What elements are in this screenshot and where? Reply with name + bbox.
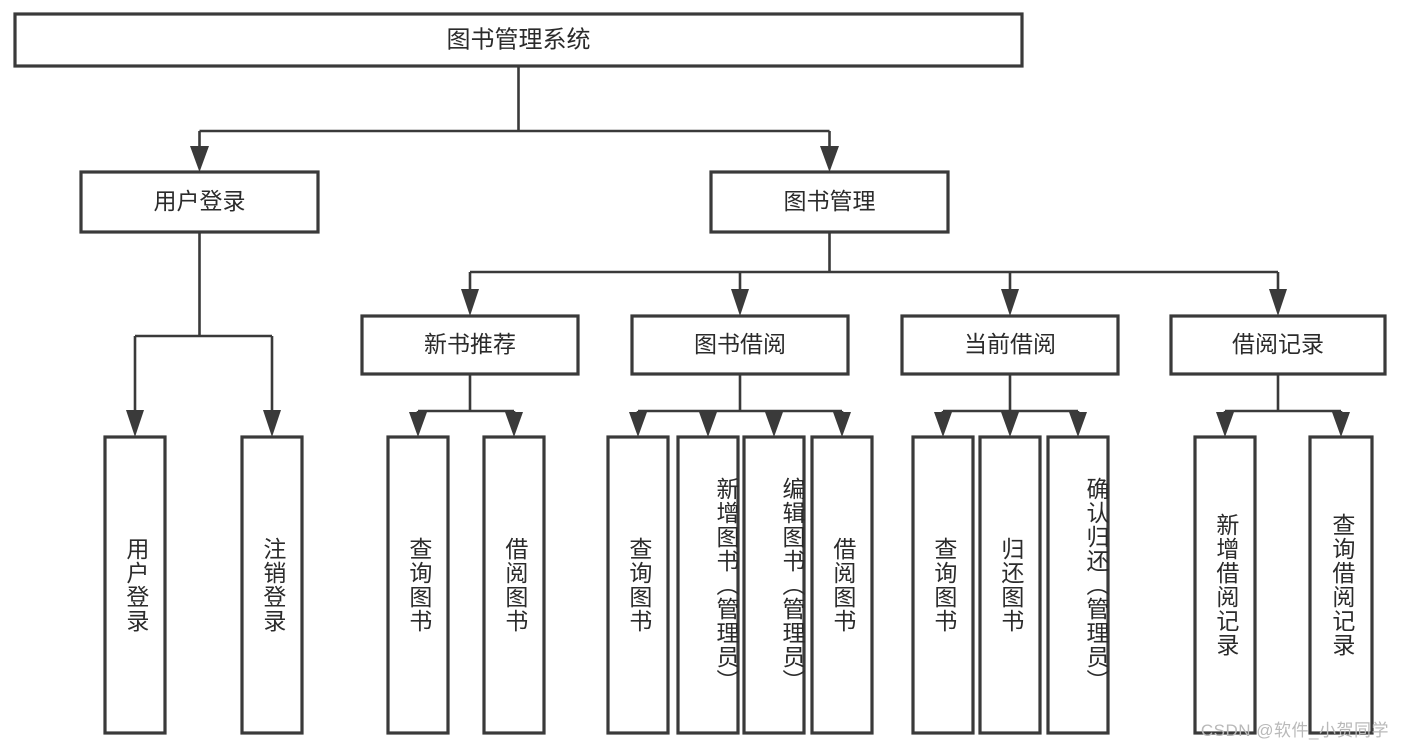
node-root-box bbox=[13, 12, 1024, 68]
connector-group-root bbox=[190, 66, 839, 172]
node-root-system[interactable]: 图书管理系统 bbox=[13, 12, 1024, 68]
arrowhead-new-book bbox=[461, 289, 479, 316]
csdn-watermark: CSDN @软件_小贺同学 bbox=[1200, 721, 1389, 740]
connector-group-book-mgmt bbox=[461, 232, 1287, 316]
arrowhead-bb-query-book bbox=[629, 412, 647, 437]
node-borrow-record-box bbox=[1169, 314, 1387, 376]
arrowhead-cb-confirm-return bbox=[1069, 412, 1087, 437]
leaf-box-br-query-record[interactable] bbox=[1308, 435, 1374, 735]
connector-group-current-borrow bbox=[934, 374, 1087, 437]
arrowhead-cb-return-book bbox=[1001, 412, 1019, 437]
arrowhead-leaf-logout bbox=[263, 410, 281, 437]
node-new-book-recommend-label: 新书推荐 bbox=[424, 331, 516, 357]
arrowhead-leaf-user-login bbox=[126, 410, 144, 437]
leaf-box-cb-confirm-return[interactable] bbox=[1046, 435, 1110, 735]
connector-group-borrow-book bbox=[629, 374, 851, 437]
arrowhead-nb-borrow-book bbox=[505, 412, 523, 437]
node-new-book-recommend[interactable]: 新书推荐 bbox=[360, 314, 580, 376]
connector-group-borrow-record bbox=[1216, 374, 1350, 437]
arrowhead-br-query-record bbox=[1332, 412, 1350, 437]
node-book-management[interactable]: 图书管理 bbox=[709, 170, 950, 234]
leaf-box-cb-return-book[interactable] bbox=[978, 435, 1042, 735]
arrowhead-br-add-record bbox=[1216, 412, 1234, 437]
arrowhead-nb-query-book bbox=[409, 412, 427, 437]
arrowhead-bb-borrow-book bbox=[833, 412, 851, 437]
node-user-login[interactable]: 用户登录 bbox=[79, 170, 320, 234]
connector-group-new-book bbox=[409, 374, 523, 437]
leaf-box-br-add-record[interactable] bbox=[1193, 435, 1257, 735]
node-book-management-label: 图书管理 bbox=[784, 188, 876, 214]
node-current-borrow-label: 当前借阅 bbox=[964, 331, 1056, 357]
arrowhead-book-mgmt bbox=[820, 146, 839, 172]
arrowhead-bb-edit-book bbox=[765, 412, 783, 437]
node-borrow-record-label: 借阅记录 bbox=[1232, 331, 1324, 357]
arrowhead-user-login bbox=[190, 146, 209, 172]
node-book-borrow-label: 图书借阅 bbox=[694, 331, 786, 357]
connector-group-user-login bbox=[126, 232, 281, 437]
node-current-borrow[interactable]: 当前借阅 bbox=[900, 314, 1120, 376]
leaf-box-logout[interactable] bbox=[240, 435, 304, 735]
node-user-login-box bbox=[79, 170, 320, 234]
arrowhead-borrow-record bbox=[1269, 289, 1287, 316]
node-user-login-label: 用户登录 bbox=[154, 188, 246, 214]
leaf-boxes-group bbox=[103, 435, 1374, 735]
node-book-borrow-box bbox=[630, 314, 850, 376]
leaf-box-nb-borrow-book[interactable] bbox=[482, 435, 546, 735]
node-root-label: 图书管理系统 bbox=[447, 26, 591, 53]
node-book-management-box bbox=[709, 170, 950, 234]
leaf-box-bb-add-book[interactable] bbox=[676, 435, 740, 735]
node-new-book-recommend-box bbox=[360, 314, 580, 376]
node-current-borrow-box bbox=[900, 314, 1120, 376]
leaf-box-bb-edit-book[interactable] bbox=[742, 435, 806, 735]
leaf-box-user-login[interactable] bbox=[103, 435, 167, 735]
node-borrow-record[interactable]: 借阅记录 bbox=[1169, 314, 1387, 376]
leaf-box-nb-query-book[interactable] bbox=[386, 435, 450, 735]
node-book-borrow[interactable]: 图书借阅 bbox=[630, 314, 850, 376]
arrowhead-bb-add-book bbox=[699, 412, 717, 437]
leaf-box-bb-borrow-book[interactable] bbox=[810, 435, 874, 735]
arrowhead-borrow-book bbox=[731, 289, 749, 316]
leaf-box-cb-query-book[interactable] bbox=[911, 435, 975, 735]
leaf-box-bb-query-book[interactable] bbox=[606, 435, 670, 735]
arrowhead-cb-query-book bbox=[934, 412, 952, 437]
arrowhead-current-borrow bbox=[1001, 289, 1019, 316]
